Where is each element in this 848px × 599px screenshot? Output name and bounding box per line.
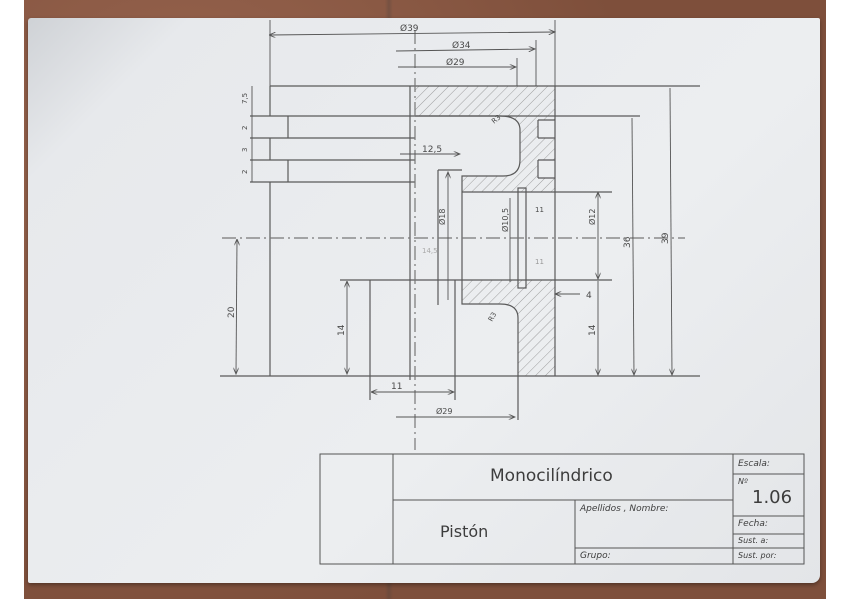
project-title: Monocilíndrico <box>490 466 613 486</box>
dim-bottom-diameter: Ø29 <box>436 406 452 416</box>
dim-stack-3: 3 <box>241 148 249 152</box>
dim-wall-4: 4 <box>586 291 592 301</box>
date-label: Fecha: <box>738 519 768 529</box>
title-block <box>319 453 805 565</box>
name-label: Apellidos , Nombre: <box>580 504 669 514</box>
dim-stack-7-5: 7,5 <box>241 93 249 104</box>
substituted-by-label: Sust. por: <box>738 551 777 560</box>
dim-right-diameter: Ø12 <box>587 209 597 225</box>
dim-stack-2b: 2 <box>241 170 249 174</box>
dim-pin-11: 11 <box>535 206 544 214</box>
dim-diameter-29: Ø29 <box>446 57 465 68</box>
dim-right-14: 14 <box>588 324 598 336</box>
dim-pin-hole: Ø10,5 <box>500 208 510 232</box>
dim-pin-11b: 11 <box>535 258 544 266</box>
dim-left-20: 20 <box>227 306 237 318</box>
dim-12-5: 12,5 <box>422 145 442 155</box>
dim-right-36: 36 <box>623 236 633 248</box>
group-label: Grupo: <box>580 551 611 561</box>
dim-left-14: 14 <box>337 324 347 336</box>
dim-bottom-11: 11 <box>391 382 402 392</box>
scale-label: Escala: <box>738 459 770 469</box>
substitutes-label: Sust. a: <box>738 536 769 545</box>
dim-diameter-39: Ø39 <box>400 23 419 34</box>
drawing-number: 1.06 <box>752 487 793 508</box>
dim-diameter-34: Ø34 <box>452 40 471 51</box>
dim-faint: 14,5 <box>422 247 438 255</box>
number-label: Nº <box>738 477 748 486</box>
dim-stack-2a: 2 <box>241 126 249 130</box>
dim-pin-bore: Ø18 <box>437 209 447 225</box>
part-name: Pistón <box>440 522 489 541</box>
dim-radius-bottom: R3 <box>487 311 499 323</box>
dim-right-39: 39 <box>661 232 671 244</box>
